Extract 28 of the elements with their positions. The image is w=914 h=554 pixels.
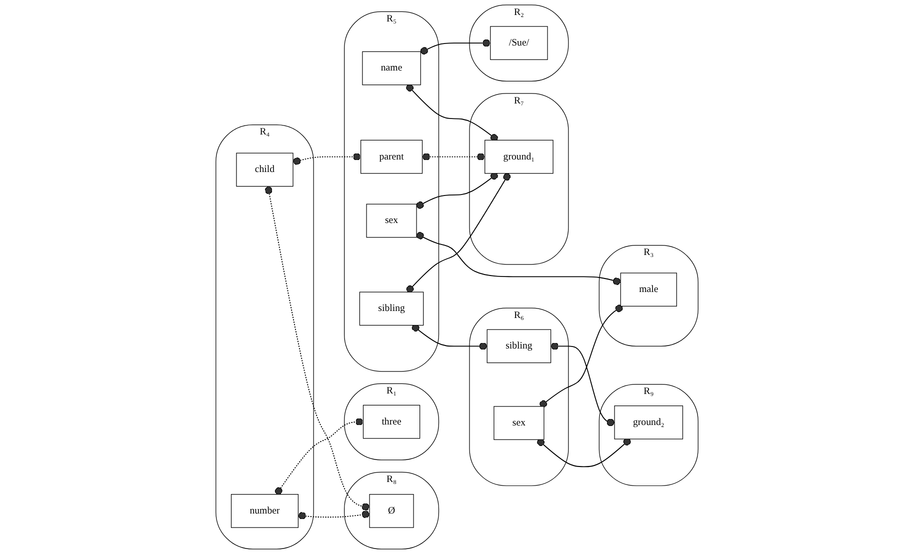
node-box: sex (494, 406, 544, 440)
connector (537, 438, 631, 468)
connector (406, 84, 498, 142)
connector (540, 304, 623, 408)
connector (406, 172, 511, 293)
node-box: sibling (486, 329, 552, 364)
node-box: three (362, 404, 420, 439)
node-box: child (236, 152, 294, 187)
connector (416, 172, 498, 209)
connector (274, 418, 364, 495)
node-box: ground₂ (614, 406, 684, 440)
connector (420, 39, 491, 55)
node-box: number (230, 494, 299, 528)
node-box: name (362, 51, 421, 86)
connector (416, 232, 622, 285)
connector (550, 342, 615, 426)
node-box: /Sue/ (490, 26, 548, 60)
connector (292, 153, 362, 165)
connector (412, 324, 488, 350)
connector (422, 153, 486, 160)
node-box: sibling (359, 292, 424, 326)
connector (298, 510, 370, 520)
node-box: male (620, 272, 677, 307)
node-box: Ø (369, 494, 414, 528)
node-box: sex (366, 204, 417, 238)
node-box: parent (360, 140, 423, 174)
node-box: ground₁ (484, 140, 554, 174)
connector (264, 186, 370, 511)
